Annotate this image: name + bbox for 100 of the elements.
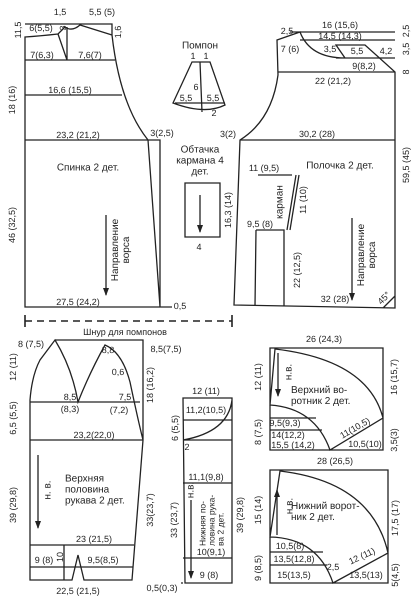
- dimension-label: 12 (11): [253, 363, 263, 391]
- dimension-label: 10: [55, 552, 65, 562]
- dimension-label: 11 (10): [298, 186, 308, 214]
- dimension-label: 15(13,5): [277, 570, 311, 580]
- dimension-label: 10(9,1): [196, 547, 226, 557]
- dimension-label: 33(23,7): [145, 493, 155, 527]
- dimension-label: 11,1(9,8): [188, 472, 224, 482]
- piece-title: Верхний во- ротник 2 дет.: [291, 385, 352, 407]
- dimension-label: 5,5: [206, 93, 220, 103]
- dimension-label: 6(5,5): [29, 23, 53, 33]
- dimension-label: 10,5(10): [348, 439, 382, 449]
- dimension-label: 2: [212, 108, 216, 118]
- dimension-label: 2,5: [401, 24, 411, 38]
- dimension-label: 18 (16): [7, 86, 17, 114]
- dimension-label: 0,6: [112, 367, 124, 377]
- dimension-label: 39 (29,8): [235, 496, 245, 534]
- dimension-label: 9,5(8,5): [87, 555, 119, 565]
- dimension-label: 14,5 (14,3): [318, 31, 362, 41]
- dimension-label: 1: [204, 51, 208, 61]
- dimension-label: 5,5: [180, 93, 192, 103]
- dimension-label: 1,5: [54, 7, 66, 17]
- piece-title: Обтачка кармана 4 дет.: [176, 144, 224, 178]
- dimension-label: 33 (23,7): [169, 502, 179, 538]
- direction-note: н.в.: [284, 362, 294, 382]
- dimension-label: 59,5 (45): [401, 146, 411, 184]
- dimension-label: 9 (8): [34, 555, 54, 565]
- piece-title: Нижняя по- ловина рука- ва 2 дет.: [198, 494, 226, 546]
- dimension-label: 23,2 (21,2): [56, 130, 100, 140]
- dimension-label: 11 (9,5): [248, 163, 280, 173]
- dimension-label: 2,5: [326, 562, 340, 572]
- dimension-label: 1: [190, 51, 196, 61]
- dimension-label: 27,5 (24,2): [56, 297, 100, 307]
- dimension-label: 16,3 (14): [223, 192, 233, 228]
- dimension-label: 16,6 (15,5): [48, 85, 92, 95]
- piece-title: Помпон: [180, 40, 220, 52]
- dimension-label: 5,5 (5): [89, 7, 115, 17]
- dimension-label: 15,5 (14,2): [271, 440, 315, 450]
- direction-note: н.в.: [186, 482, 196, 500]
- dimension-label: 0,5(0,3): [146, 583, 178, 593]
- direction-note: н. в.: [42, 479, 54, 502]
- dimension-label: 39 (29,8): [8, 486, 18, 524]
- dimension-label: 8: [401, 70, 411, 74]
- piece-title: Верхняя половина рукава 2 дет.: [65, 474, 126, 506]
- dimension-label: 10,5(8): [276, 541, 304, 551]
- dimension-label: 7,6(7): [78, 50, 102, 60]
- dimension-label: 12 (11): [192, 386, 220, 396]
- dimension-label: 8,5(7,5): [150, 344, 182, 354]
- dimension-label: (8,3): [60, 404, 80, 414]
- dimension-label: 6: [194, 82, 198, 92]
- dimension-label: 1,6: [113, 26, 123, 38]
- dimension-label: 13,5(13): [349, 570, 383, 580]
- direction-note: Направление ворса: [110, 218, 132, 284]
- dimension-label: 9(8,2): [352, 61, 376, 71]
- dimension-label: 23 (21,5): [76, 534, 112, 544]
- dimension-label: 3,5: [401, 42, 411, 56]
- dimension-label: 16 (15,6): [322, 20, 358, 30]
- dimension-label: 12 (11): [8, 353, 18, 381]
- dimension-label: 9,5 (8): [247, 219, 273, 229]
- dimension-label: 30,2 (28): [298, 129, 336, 139]
- dimension-label: 45°: [376, 290, 392, 306]
- dimension-label: 3,5(3): [389, 428, 399, 452]
- dimension-label: 7,5: [118, 392, 132, 402]
- dimension-label: 26 (24,3): [306, 334, 342, 344]
- dimension-label: 9 (8,5): [253, 555, 263, 581]
- dimension-label: 15 (14): [253, 496, 263, 524]
- dimension-label: 3(2,5): [150, 128, 174, 138]
- dimension-label: 12 (11): [347, 546, 377, 566]
- dimension-label: 0,5: [174, 301, 186, 311]
- piece-title: Нижний ворот- ник 2 дет.: [291, 501, 361, 523]
- dimension-label: 9,5(9,3): [269, 418, 301, 428]
- dimension-label: 8 (7,5): [253, 419, 263, 445]
- dimension-label: 6 (5,5): [170, 415, 180, 441]
- piece-title: Спинка 2 дет.: [56, 162, 120, 174]
- dimension-label: 13,5(12,8): [273, 554, 315, 564]
- dimension-label: 5,5: [350, 46, 364, 56]
- note-text: Шнур для помпонов: [83, 327, 167, 337]
- dimension-label: 3(2): [220, 129, 236, 139]
- dimension-label: 16 (15,7): [389, 358, 399, 396]
- dimension-label: (7,2): [110, 405, 128, 415]
- dimension-label: 8,5: [64, 392, 76, 402]
- piece-title: Полочка 2 дет.: [305, 160, 375, 172]
- dimension-label: 32 (28): [320, 294, 350, 304]
- dimension-label: 14(12,2): [271, 430, 305, 440]
- dimension-label: 4: [196, 242, 202, 252]
- dimension-label: 11,2(10,5): [186, 405, 226, 415]
- dimension-label: 5(4,5): [390, 563, 400, 587]
- dimension-label: 9 (8): [200, 570, 218, 580]
- dimension-label: 18 (16,2): [145, 366, 155, 404]
- dimension-label: 17,5 (17): [390, 500, 400, 536]
- dimension-label: 28 (26,5): [316, 456, 354, 466]
- dimension-label: 11,5: [13, 22, 23, 38]
- dimension-label: 22 (12,5): [292, 252, 302, 288]
- dimension-label: 23,2(22,0): [73, 430, 115, 440]
- direction-note: Направление ворса: [356, 222, 378, 288]
- dimension-label: 4,2: [380, 46, 392, 56]
- dimension-label: 8 (7,5): [18, 339, 44, 349]
- dimension-label: 22 (21,2): [314, 76, 352, 86]
- piece-title: карман: [274, 184, 286, 221]
- dimension-label: 46 (32,5): [7, 206, 17, 244]
- dimension-label: 6,5 (5,5): [8, 401, 18, 435]
